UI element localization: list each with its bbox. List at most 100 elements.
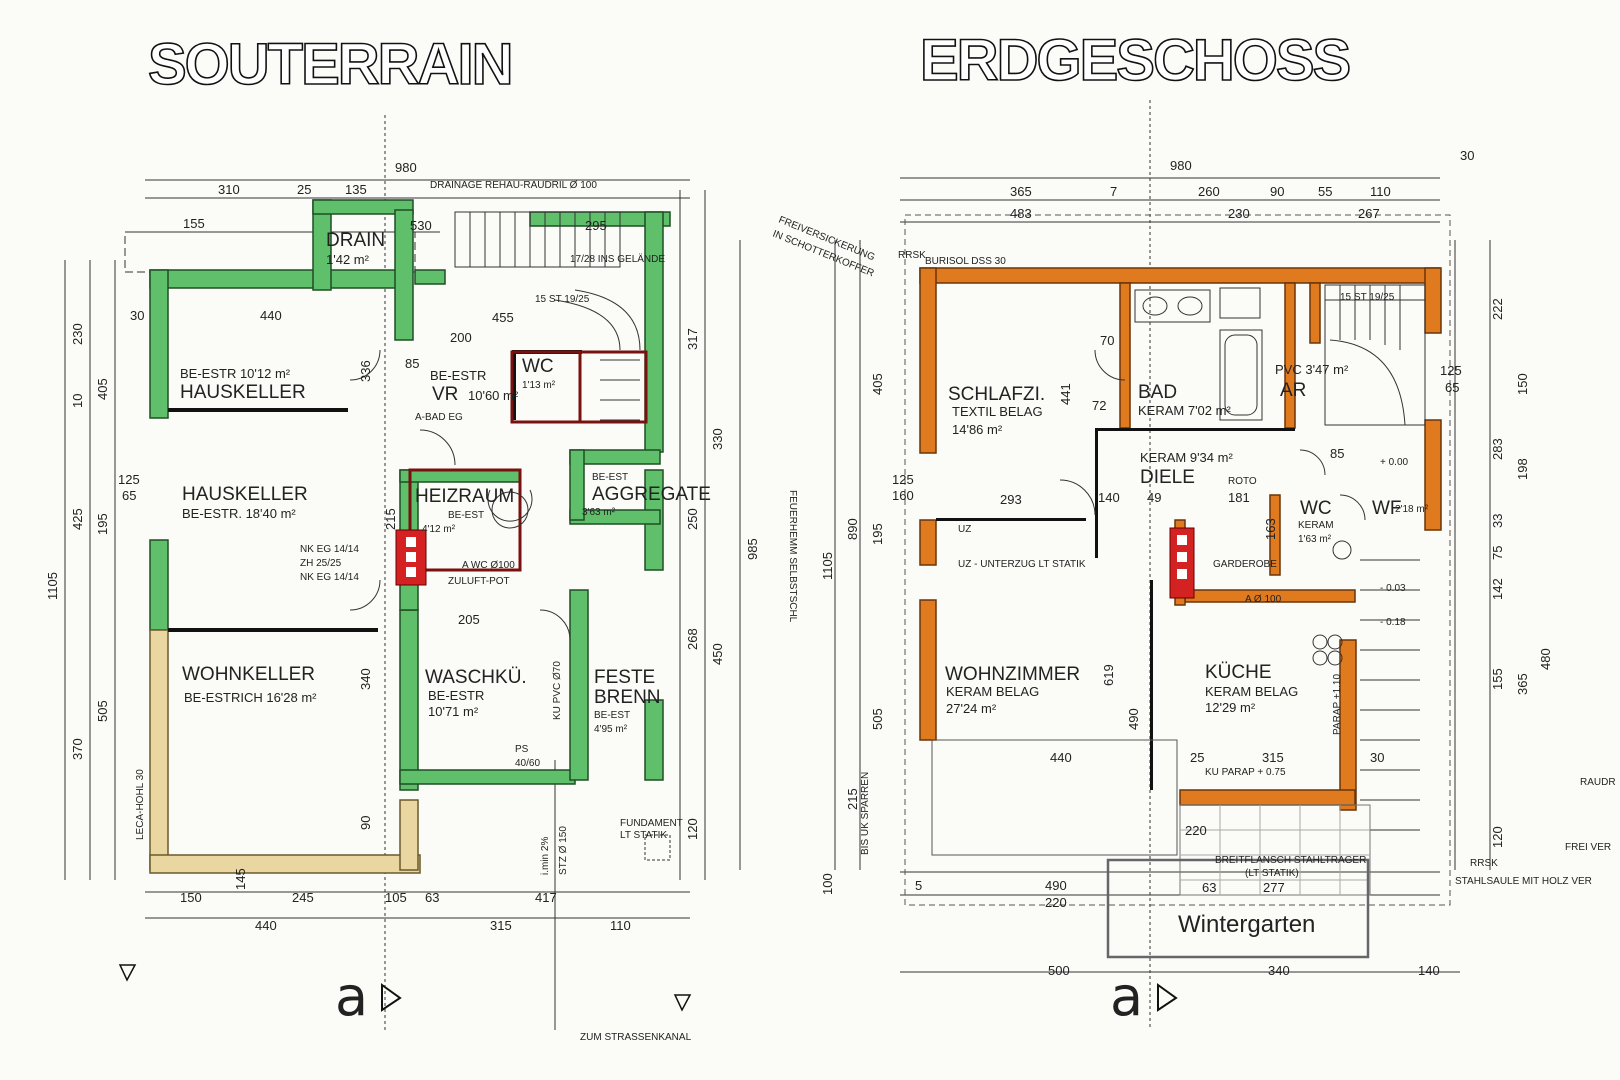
room-wohnzimmer: WOHNZIMMER	[945, 664, 1080, 685]
dim-eg-70: 70	[1100, 333, 1114, 348]
room-hauskeller1-floor: BE-ESTR 10'12 m²	[180, 366, 291, 381]
dim-90: 90	[358, 816, 373, 830]
room-wc-erdgeschoss: WC	[1300, 498, 1332, 519]
dim-985: 985	[745, 538, 760, 560]
dim-eg-230: 230	[1228, 206, 1250, 221]
room-feste-line1: FESTE	[594, 667, 655, 688]
dim-245: 245	[292, 890, 314, 905]
room-vr-area: 10'60 m²	[468, 388, 519, 403]
room-drain: DRAIN	[326, 230, 385, 251]
stairs-souterrain	[454, 211, 641, 421]
note-ps-size: 40/60	[515, 758, 540, 769]
note-parap: PARAP +1.10	[1332, 674, 1343, 735]
note-uz: UZ - UNTERZUG LT STATIK	[958, 559, 1086, 570]
dim-63: 63	[425, 890, 439, 905]
dim-eg-110: 110	[1370, 184, 1391, 199]
dim-eg-195: 195	[870, 523, 885, 545]
note-level-003: - 0.03	[1380, 583, 1406, 594]
dim-eg-490: 490	[1126, 708, 1141, 730]
note-stz: STZ Ø 150	[558, 826, 569, 875]
note-drainage: DRAINAGE REHAU-RAUDRIL Ø 100	[430, 180, 597, 191]
room-schlafzi-area: 14'86 m²	[952, 422, 1003, 437]
dim-eg-405: 405	[870, 373, 885, 395]
dim-eg-55: 55	[1318, 184, 1332, 199]
room-vr-floor: BE-ESTR	[430, 368, 486, 383]
room-drain-area: 1'42 m²	[326, 252, 370, 267]
dim-eg-72: 72	[1092, 398, 1106, 413]
note-raudr: RAUDR	[1580, 777, 1616, 788]
dim-eg-5: 5	[915, 878, 922, 893]
dim-336: 336	[358, 360, 373, 382]
dim-eg-125-right: 125	[1440, 363, 1462, 378]
note-uz-tag: UZ	[958, 524, 971, 535]
dim-eg-63: 63	[1202, 880, 1216, 895]
dim-215: 215	[383, 508, 398, 530]
dim-eg-33: 33	[1490, 514, 1505, 528]
chimney-erdgeschoss	[1169, 527, 1195, 599]
room-wf: WF	[1372, 498, 1402, 519]
room-ar: AR	[1280, 380, 1306, 401]
room-hauskeller1: HAUSKELLER	[180, 382, 306, 403]
dim-200: 200	[450, 330, 472, 345]
room-kueche-area: 12'29 m²	[1205, 700, 1256, 715]
room-wohnkeller-floor: BE-ESTRICH 16'28 m²	[184, 690, 317, 705]
dim-268: 268	[685, 628, 700, 650]
note-ps: PS	[515, 744, 529, 755]
dim-eg-30: 30	[1460, 148, 1474, 163]
dim-eg-315: 315	[1262, 750, 1284, 765]
room-schlafzi-floor: TEXTIL BELAG	[952, 404, 1043, 419]
dim-250: 250	[685, 508, 700, 530]
dim-eg-480: 480	[1538, 648, 1553, 670]
erdgeschoss-plan: Wintergarten SCHLAFZI. TEXTIL BELAG 14'8…	[771, 100, 1616, 1030]
room-hauskeller2-floor: BE-ESTR. 18'40 m²	[182, 506, 296, 521]
dim-eg-365b: 365	[1515, 673, 1530, 695]
dim-eg-293: 293	[1000, 492, 1022, 507]
stairs-erdgeschoss	[1324, 284, 1426, 831]
dim-530: 530	[410, 218, 432, 233]
dim-eg-125: 125	[892, 472, 914, 487]
dim-120: 120	[685, 818, 700, 840]
dim-85: 85	[405, 356, 419, 371]
dim-505: 505	[95, 700, 110, 722]
dim-eg-7: 7	[1110, 184, 1117, 199]
room-heizraum-floor: BE-EST	[448, 510, 484, 521]
note-ltstatik: (LT STATIK)	[1245, 868, 1299, 879]
dim-145: 145	[233, 868, 248, 890]
note-strassenkanal: ZUM STRASSENKANAL	[580, 1032, 692, 1043]
note-burisol: BURISOL DSS 30	[925, 256, 1006, 267]
dim-155: 155	[183, 216, 205, 231]
dim-315: 315	[490, 918, 512, 933]
note-stairs-gelaende: 17/28 INS GELÄNDE	[570, 253, 665, 265]
note-rrsk2: RRSK	[1470, 858, 1498, 869]
room-wf-area: 2'18 m²	[1395, 504, 1429, 515]
room-bad: BAD	[1138, 382, 1177, 403]
room-wohnkeller: WOHNKELLER	[182, 664, 315, 685]
dim-135: 135	[345, 182, 367, 197]
room-kueche: KÜCHE	[1205, 662, 1272, 683]
room-vr: VR	[432, 384, 458, 405]
dim-30: 30	[130, 308, 144, 323]
dim-eg-140-bottom: 140	[1418, 963, 1440, 978]
dim-eg-150: 150	[1515, 373, 1530, 395]
room-aggregate-area: 3'63 m²	[582, 507, 616, 518]
note-leca: LECA-HOHL 30	[135, 769, 146, 840]
room-wohnzimmer-area: 27'24 m²	[946, 701, 997, 716]
dim-eg-340: 340	[1268, 963, 1290, 978]
note-stairs-eg: 15 ST 19/25	[1340, 292, 1395, 303]
dim-eg-160: 160	[892, 488, 914, 503]
dim-425: 425	[70, 508, 85, 530]
room-aggregate: AGGREGATE	[592, 484, 711, 505]
note-ad100: A Ø 100	[1245, 594, 1282, 605]
note-level-018: - 0.18	[1380, 617, 1406, 628]
dim-eg-85: 85	[1330, 446, 1344, 461]
note-ku: KU PVC Ø70	[552, 661, 563, 720]
room-kueche-floor: KERAM BELAG	[1205, 684, 1298, 699]
room-ar-floor: PVC 3'47 m²	[1275, 362, 1349, 377]
dim-65: 65	[122, 488, 136, 503]
dim-440-bottom: 440	[255, 918, 277, 933]
dim-310: 310	[218, 182, 240, 197]
dim-980: 980	[395, 160, 417, 175]
note-gefaelle: i.min 2%	[540, 837, 551, 875]
room-waschku-floor: BE-ESTR	[428, 688, 484, 703]
dim-25: 25	[297, 182, 311, 197]
